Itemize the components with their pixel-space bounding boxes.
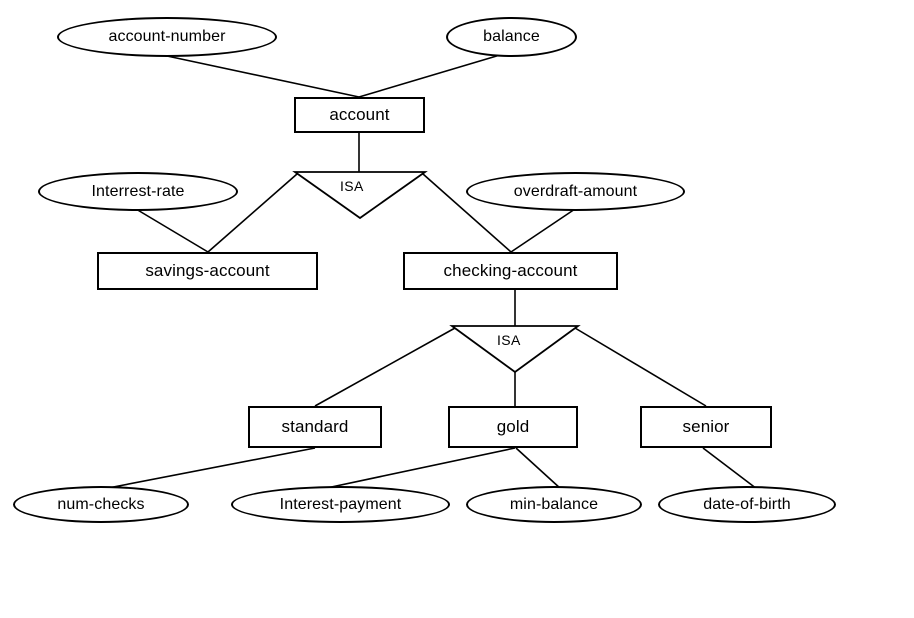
entity-label: gold (496, 417, 530, 436)
attribute-num-checks[interactable]: num-checks (13, 486, 189, 523)
entity-label: standard (281, 417, 349, 436)
attribute-label: num-checks (57, 495, 145, 513)
edge-isa2-to-senior (574, 327, 707, 407)
attribute-date-of-birth[interactable]: date-of-birth (658, 486, 836, 523)
entity-savings-account[interactable]: savings-account (97, 252, 318, 290)
attribute-label: Interrest-rate (91, 182, 185, 200)
attribute-account-number[interactable]: account-number (57, 17, 277, 57)
entity-senior[interactable]: senior (640, 406, 772, 448)
attribute-interest-payment[interactable]: Interest-payment (231, 486, 450, 523)
entity-label: checking-account (443, 261, 578, 280)
entity-label: account (329, 105, 390, 124)
attribute-label: date-of-birth (703, 495, 791, 513)
attribute-min-balance[interactable]: min-balance (466, 486, 642, 523)
attribute-label: account-number (108, 28, 226, 45)
edge-balance-to-account (358, 54, 501, 98)
attribute-label: balance (483, 28, 540, 45)
edge-gold-to-min-balance (515, 447, 562, 490)
edge-standard-to-num-checks (102, 447, 316, 490)
edge-gold-to-interest-payment (321, 447, 516, 490)
attribute-balance[interactable]: balance (446, 17, 577, 57)
edge-senior-to-date-of-birth (702, 447, 758, 490)
attribute-label: min-balance (509, 495, 599, 513)
entity-checking-account[interactable]: checking-account (403, 252, 618, 290)
edge-interrest-rate-to-savings (135, 208, 209, 253)
entity-label: senior (682, 417, 730, 436)
edge-account-number-to-account (166, 55, 360, 98)
entity-account[interactable]: account (294, 97, 425, 133)
isa-label-checking: ISA (497, 332, 521, 348)
edge-isa2-to-standard (314, 327, 456, 407)
attribute-label: overdraft-amount (513, 182, 638, 200)
attribute-label: Interest-payment (279, 495, 402, 513)
entity-label: savings-account (145, 261, 270, 280)
isa-label-account: ISA (340, 178, 364, 194)
entity-standard[interactable]: standard (248, 406, 382, 448)
entity-gold[interactable]: gold (448, 406, 578, 448)
edge-overdraft-to-checking (510, 208, 576, 253)
attribute-overdraft-amount[interactable]: overdraft-amount (466, 172, 685, 211)
attribute-interrest-rate[interactable]: Interrest-rate (38, 172, 238, 211)
